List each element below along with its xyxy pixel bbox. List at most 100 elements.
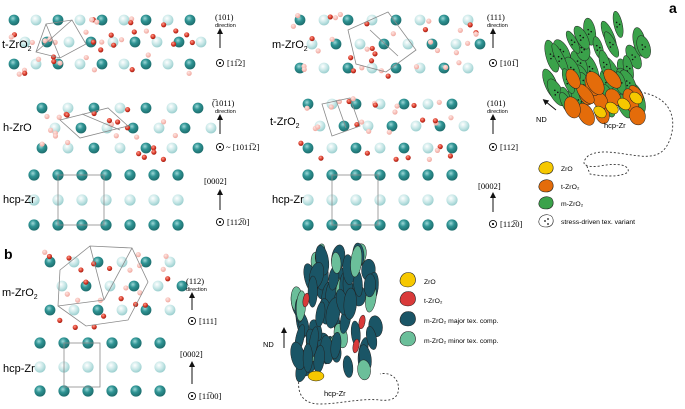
o-atom-back	[64, 291, 70, 297]
o-atom	[151, 149, 157, 155]
zr-atom-back	[116, 256, 128, 268]
svg-text:[0002]: [0002]	[204, 176, 227, 186]
zr-atom	[92, 304, 104, 316]
zr-atom	[446, 142, 458, 154]
unit-cell-m-zro2	[347, 11, 417, 73]
unit-cell-outlines	[35, 11, 417, 388]
o-atom	[354, 121, 360, 128]
o-atom-back	[160, 119, 167, 125]
o-atom	[129, 67, 135, 73]
zr-atom-back	[34, 361, 46, 373]
grain	[343, 287, 357, 320]
schematic-b-grains	[290, 242, 383, 383]
substrate-label: hcp-Zr	[604, 121, 626, 130]
zr-atom	[446, 219, 458, 231]
o-atom-back	[453, 50, 459, 56]
label-t-zro2: t-ZrO2	[2, 39, 32, 53]
zr-atom-back	[422, 194, 434, 206]
zr-atom-back	[195, 36, 207, 48]
zr-atom-back	[154, 361, 166, 373]
o-atom	[422, 27, 429, 33]
zr-atom-back	[152, 280, 164, 292]
zr-atom	[192, 102, 204, 114]
o-atom	[64, 112, 70, 118]
zr-atom	[8, 14, 20, 26]
zr-atom	[82, 385, 94, 397]
zr-atom-back	[458, 120, 470, 132]
o-atom	[57, 317, 63, 324]
o-atom	[83, 279, 89, 285]
label-h-zro: h-ZrO	[3, 122, 32, 134]
legend-a: ZrO t-ZrO₂ m-ZrO₂ stress-driven tex. var…	[538, 161, 635, 228]
zr-atom	[172, 219, 184, 231]
o-atom	[368, 58, 375, 64]
o-atom-back	[172, 132, 178, 139]
grain	[636, 35, 651, 59]
o-atom-back	[52, 133, 59, 139]
o-atom-back	[304, 105, 310, 111]
grain	[605, 101, 619, 115]
o-atom-back	[94, 19, 100, 25]
o-atom	[106, 117, 113, 124]
zr-atom-back	[56, 280, 68, 292]
zr-atom-back	[114, 142, 126, 154]
zr-atom-back	[318, 62, 330, 74]
zr-atom-back	[374, 142, 386, 154]
legend-swatch-m-zro2	[538, 196, 554, 210]
o-atom	[411, 102, 417, 109]
zr-atom	[100, 169, 112, 181]
zr-atom	[44, 256, 56, 268]
svg-text:[11̅2]: [11̅2]	[227, 58, 245, 68]
zr-atom	[302, 219, 314, 231]
legend-swatch-zro	[538, 161, 554, 175]
svg-text:t-ZrO₂: t-ZrO₂	[561, 184, 580, 191]
svg-text:m-ZrO₂: m-ZrO₂	[561, 201, 584, 208]
zr-atom	[398, 142, 410, 154]
zr-atom-back	[402, 38, 414, 50]
o-atom-back	[56, 114, 62, 120]
o-atom-back	[44, 113, 50, 120]
label-hcp-zr: hcp-Zr	[3, 194, 35, 206]
zr-atom-back	[374, 194, 386, 206]
svg-text:[11̅00]: [11̅00]	[199, 391, 222, 401]
zr-atom	[130, 337, 142, 349]
o-atom	[364, 150, 370, 156]
nd-arrow	[542, 99, 557, 111]
o-atom-back	[359, 65, 365, 71]
o-atom-back	[413, 64, 420, 70]
zr-atom	[438, 14, 450, 26]
panel-letter-b: b	[4, 246, 13, 262]
zr-atom-back	[151, 36, 163, 48]
o-atom	[66, 255, 72, 261]
zr-atom-back	[164, 304, 176, 316]
o-atom-back	[436, 99, 442, 105]
zr-atom	[148, 169, 160, 181]
legend-swatch-m-major	[399, 311, 416, 327]
grain	[358, 314, 366, 330]
o-atom	[90, 39, 96, 45]
o-atom	[385, 73, 391, 79]
o-atom	[128, 20, 134, 26]
o-atom	[136, 151, 142, 157]
zr-atom	[154, 385, 166, 397]
zr-atom	[172, 169, 184, 181]
zr-atom	[28, 219, 40, 231]
o-atom-back	[295, 12, 301, 19]
unit-cell-t-zro2	[35, 19, 87, 59]
o-atom-back	[434, 47, 441, 54]
zr-atom	[96, 14, 108, 26]
o-atom-back	[456, 60, 462, 66]
zr-atom-back	[306, 38, 318, 50]
o-atom-back	[457, 27, 463, 33]
schematic-a: ND hcp-Zr	[536, 11, 674, 177]
zr-atom-back	[354, 38, 366, 50]
zr-atom-back	[130, 361, 142, 373]
svg-text:direction: direction	[487, 23, 508, 29]
zr-atom-back	[82, 361, 94, 373]
zr-atom-back	[318, 14, 330, 26]
zr-atom	[474, 38, 486, 50]
grain	[307, 370, 325, 382]
o-atom	[46, 253, 53, 260]
grain	[603, 31, 620, 58]
